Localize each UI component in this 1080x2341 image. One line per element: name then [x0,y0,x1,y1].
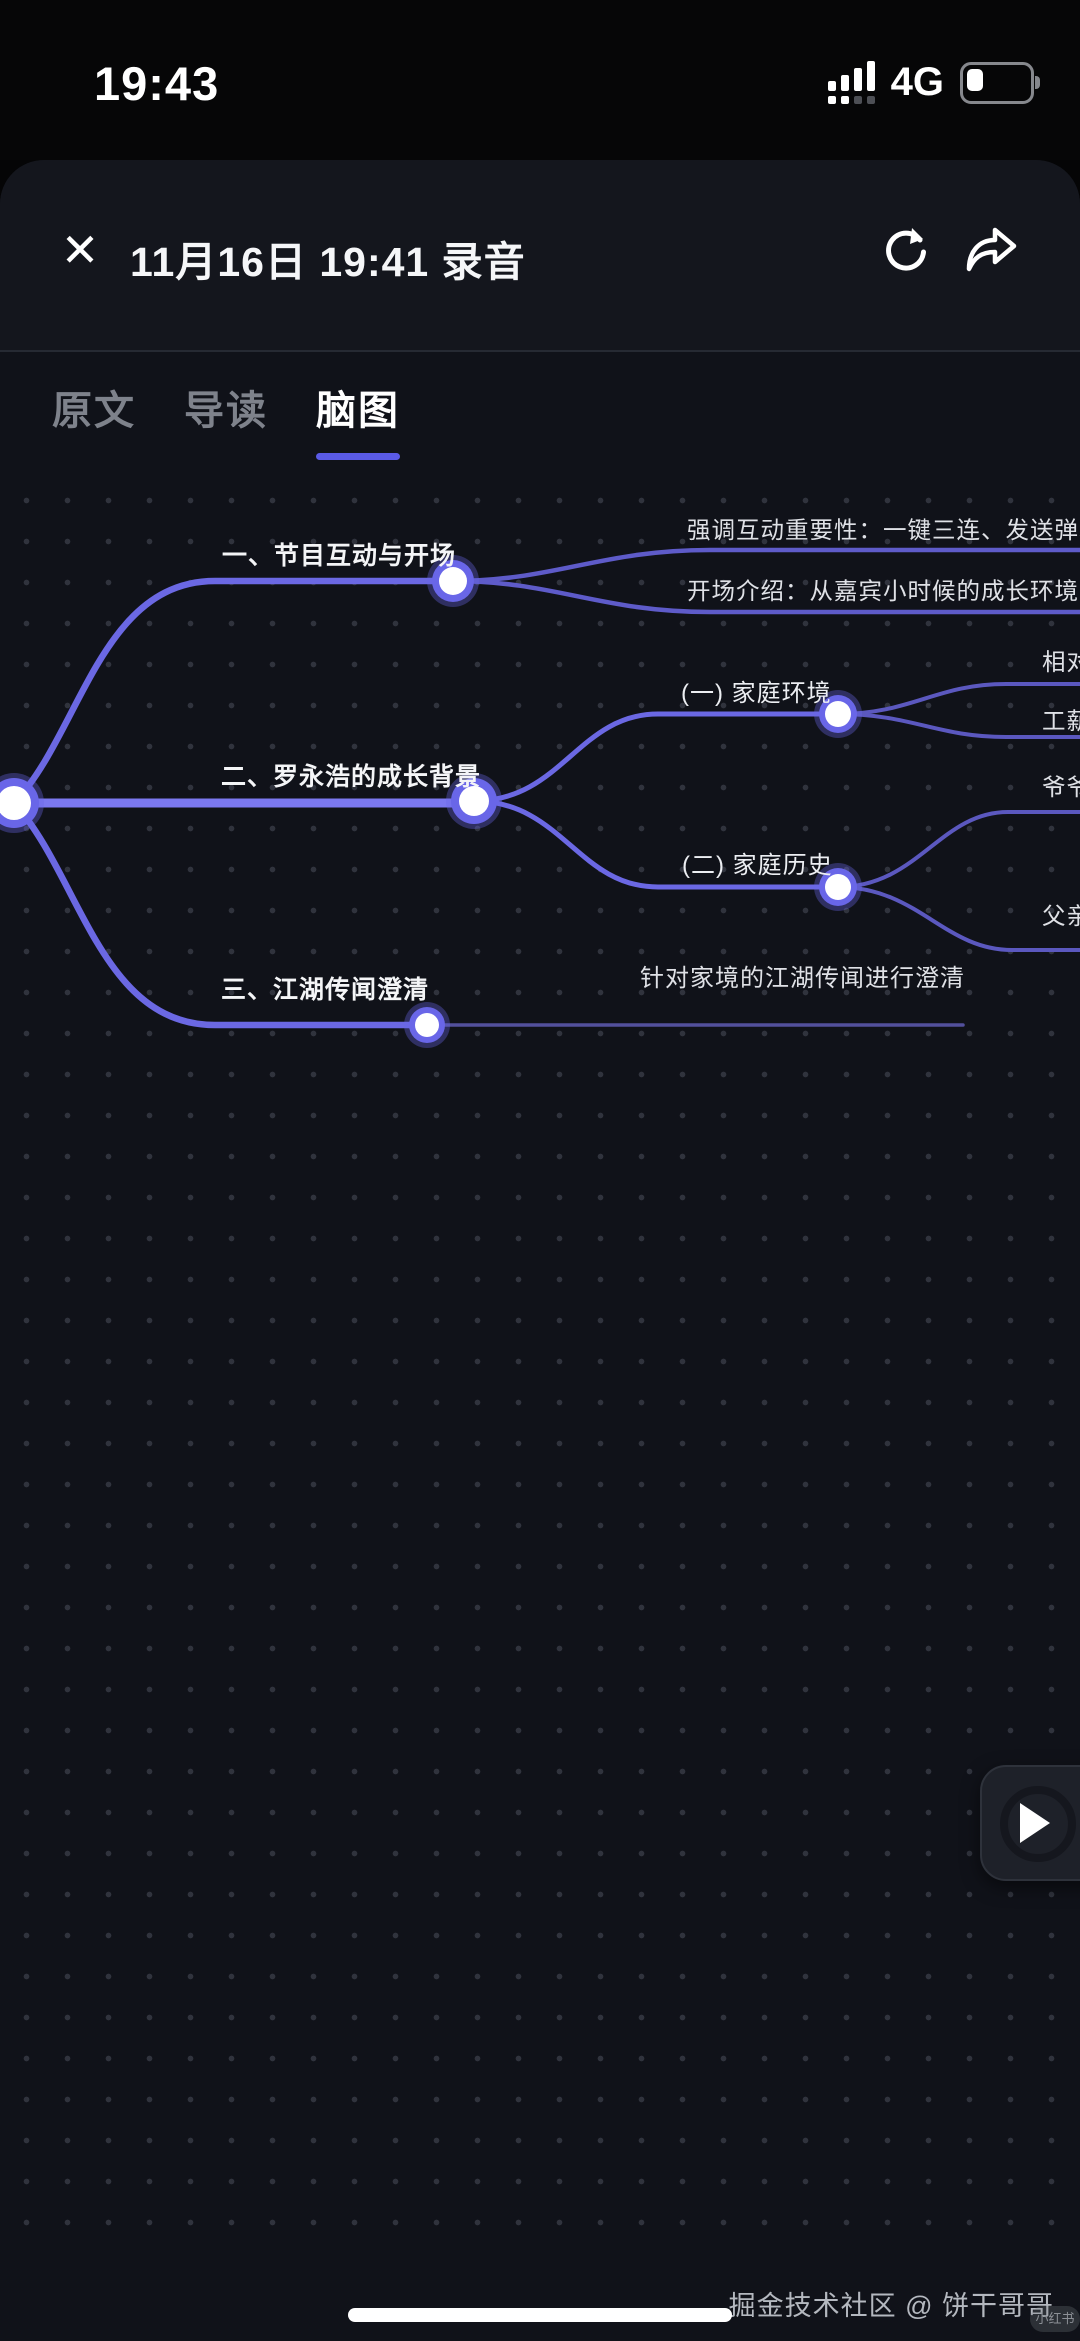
tab-bar: 原文 导读 脑图 [52,378,400,460]
tab-guide[interactable]: 导读 [184,389,268,433]
tab-mindmap[interactable]: 脑图 [316,378,400,460]
cellular-signal-icon [827,61,875,104]
branch1-label[interactable]: 一、节目互动与开场 [222,542,457,570]
close-icon[interactable]: ✕ [60,224,100,276]
share-forward-icon [966,227,1017,272]
branch1-child1-label[interactable]: 强调互动重要性：一键三连、发送弹幕评 [687,517,1080,543]
branch3-child1-label[interactable]: 针对家境的江湖传闻进行澄清 [640,965,965,992]
sub1-leaf2-label[interactable]: 工薪 [1042,708,1080,734]
home-indicator[interactable] [348,2308,732,2322]
play-icon [1020,1803,1050,1843]
header [0,160,1080,350]
sub1-label[interactable]: (一) 家庭环境 [681,680,832,707]
replay-ring-icon [1000,1786,1076,1862]
community-watermark: 掘金技术社区 @ 饼干哥哥 [728,2291,1054,2321]
refresh-button[interactable] [878,222,934,278]
branch2-label[interactable]: 二、罗永浩的成长背景 [221,763,482,791]
share-button[interactable] [962,222,1018,278]
mindmap-canvas[interactable] [0,468,1080,2260]
status-bar: 19:43 4G [0,0,1080,160]
tab-original-text[interactable]: 原文 [52,389,136,433]
branch1-child2-label[interactable]: 开场介绍：从嘉宾小时候的成长环境说起 [687,578,1080,604]
watermark-badge: 小红书 [1030,2306,1080,2332]
clock-time: 19:43 [94,57,220,110]
network-type-label: 4G [890,60,944,104]
play-button[interactable] [980,1765,1080,1881]
header-divider [0,350,1080,352]
sub2-leaf2-label[interactable]: 父亲 [1042,903,1080,929]
refresh-icon [886,228,926,271]
battery-icon [960,61,1040,104]
sub2-leaf1-label[interactable]: 爷爷 [1042,774,1080,800]
page-title: 11月16日 19:41 录音 [130,239,526,285]
sub1-leaf1-label[interactable]: 相对 [1042,649,1080,675]
branch3-label[interactable]: 三、江湖传闻澄清 [221,976,430,1004]
sub2-label[interactable]: (二) 家庭历史 [682,852,833,879]
active-tab-underline [316,453,400,460]
